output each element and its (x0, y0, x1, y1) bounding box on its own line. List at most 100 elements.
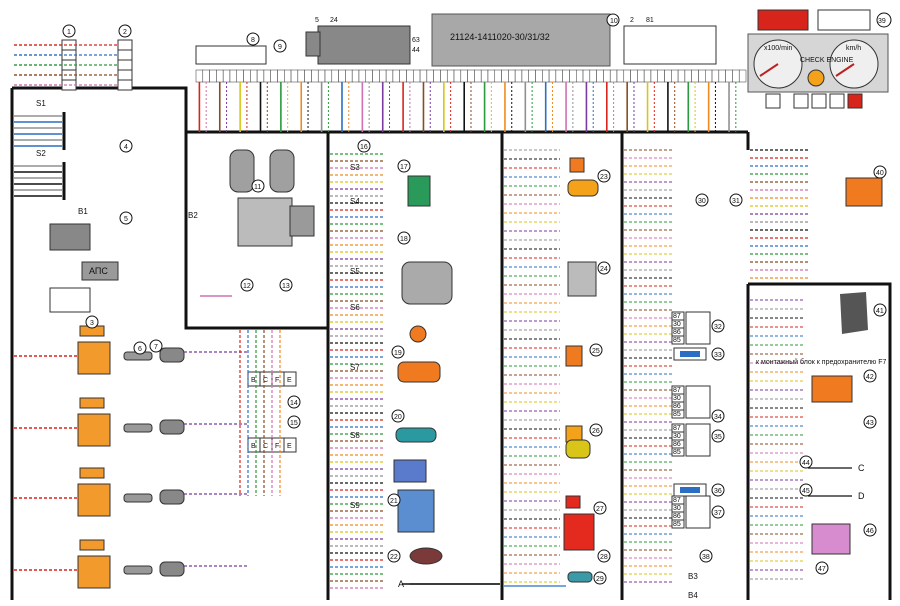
connector-8-shape (195, 45, 267, 65)
ecu-pin (562, 69, 570, 83)
bundle-columns (200, 149, 810, 589)
relay-pin-label: 86 (673, 513, 681, 520)
ecu-pin (501, 69, 509, 83)
ecu-pin (358, 69, 367, 83)
ecu-pin (460, 69, 468, 83)
component-ref-15: 15 (290, 420, 298, 427)
relay-pin-label: 87 (673, 313, 681, 320)
ecu-pin (521, 69, 529, 83)
component-ref-circle (699, 549, 713, 563)
ecu-pin (229, 69, 237, 83)
coil-connector (79, 467, 105, 479)
ecu-pin (256, 69, 265, 83)
ecu-pin (419, 69, 428, 83)
component-ref-circle (597, 169, 611, 183)
grid-cell-label: B (251, 377, 256, 384)
connector-blocks-top-left (14, 39, 267, 91)
component-ref-circle (711, 319, 725, 333)
fuse (680, 351, 700, 357)
ecu-pin (351, 69, 360, 83)
component-ref-circle (62, 24, 76, 38)
switch-label-s3: S3 (350, 163, 360, 172)
component-ref-circle (593, 571, 607, 585)
component-ref-23: 23 (600, 174, 608, 181)
component-ref-circle (863, 415, 877, 429)
component-ref-circle (711, 409, 725, 423)
relay-pin-label: 87 (673, 425, 681, 432)
component-ref-13: 13 (282, 283, 290, 290)
injector (159, 561, 185, 577)
ecu-pin (535, 69, 543, 83)
ecu-pin (433, 69, 441, 83)
component-ref-8: 8 (251, 37, 255, 44)
ecu-pin (195, 69, 204, 83)
ecu-pin (718, 69, 726, 83)
tach-label: x100/min (764, 45, 793, 52)
ecu-pin (487, 69, 496, 83)
component-ref-circle (799, 455, 813, 469)
ecu-pin (202, 69, 210, 83)
component-ref-25: 25 (592, 348, 600, 355)
ecu-pin (596, 69, 604, 83)
ecu-pin (379, 69, 387, 83)
output-a: A (398, 579, 404, 589)
pin-63: 63 (412, 37, 420, 44)
relay-pin-label: 30 (673, 433, 681, 440)
relay-pin (671, 335, 685, 345)
ecu-pin (650, 69, 658, 83)
component-ref-9: 9 (278, 44, 282, 51)
fuse (680, 487, 700, 493)
component-ref-circle (597, 549, 611, 563)
ecu-pin (480, 69, 489, 83)
component-ref-circle (391, 345, 405, 359)
component-ref-6: 6 (138, 346, 142, 353)
component-ref-17: 17 (400, 164, 408, 171)
ecu-pin (711, 69, 720, 83)
ecu-pin (514, 69, 523, 83)
component-ref-circle (287, 395, 301, 409)
ecu-pin (494, 69, 502, 83)
ignition-coil (77, 413, 111, 447)
component-ref-30: 30 (698, 198, 706, 205)
ecu-pin (222, 69, 231, 83)
grid-cell (283, 371, 297, 387)
relay-body (685, 311, 711, 345)
instrument-cluster: 39 x100/min km/h CHECK ENGINE (747, 9, 892, 109)
speed-label: km/h (846, 45, 861, 52)
ecu-pin (216, 69, 224, 83)
ecu-pin (331, 69, 339, 83)
ecu-pin (664, 69, 672, 83)
component-ref-28: 28 (600, 554, 608, 561)
ecu-pin (453, 69, 462, 83)
component-ref-circle (873, 165, 887, 179)
ecu-pin (616, 69, 625, 83)
spark-plug (123, 565, 153, 575)
spark-plug (123, 493, 153, 503)
component-ref-circle (118, 24, 132, 38)
component-ref-circle (863, 369, 877, 383)
component-ref-37: 37 (714, 510, 722, 517)
component-ref-38: 38 (702, 554, 710, 561)
component-ref-45: 45 (802, 488, 810, 495)
component-ref-circle (251, 179, 265, 193)
right-middle-components (563, 157, 599, 583)
ecu-part-number: 21124-1411020-30/31/32 (450, 32, 550, 42)
grid-cell-label: C (263, 443, 268, 450)
output-d: D (858, 491, 865, 501)
relay-pin-label: 86 (673, 403, 681, 410)
component-ref-circle (711, 429, 725, 443)
component-ref-circle (397, 231, 411, 245)
ecu-pin (528, 69, 536, 83)
component-ref-circle (799, 483, 813, 497)
component-ref-26: 26 (592, 428, 600, 435)
relay-pin-label: 85 (673, 521, 681, 528)
coil-connector (79, 539, 105, 551)
ecu-pin (738, 69, 747, 83)
component-ref-circle (711, 483, 725, 497)
ecu-block: 21124-1411020-30/31/32 10 (431, 13, 620, 67)
component-ref-34: 34 (714, 414, 722, 421)
component-ref-20: 20 (394, 414, 402, 421)
